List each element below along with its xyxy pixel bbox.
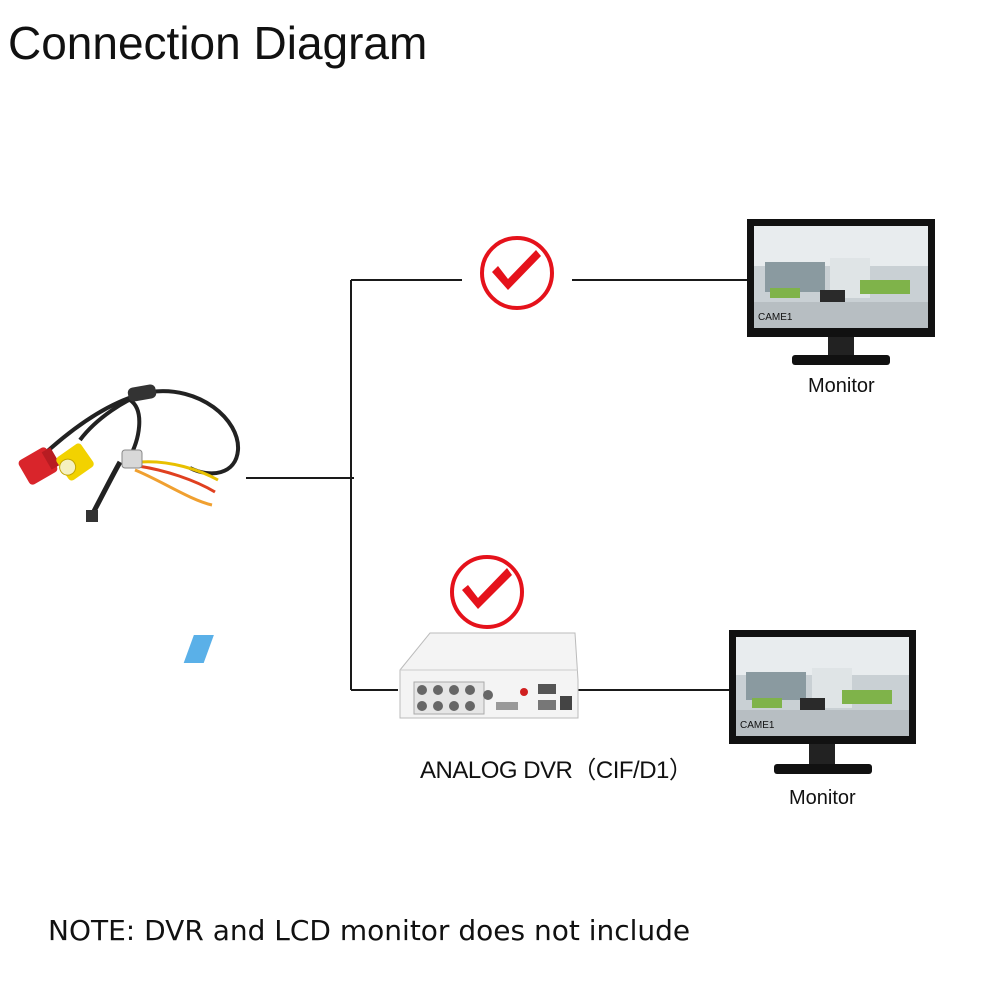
- check-icon-lower: [450, 555, 524, 629]
- connection-lines: [246, 279, 748, 691]
- monitor-upper-icon: CAME1: [747, 219, 935, 365]
- note-text: NOTE: DVR and LCD monitor does not inclu…: [48, 914, 691, 947]
- monitor-lower-label: Monitor: [789, 787, 856, 809]
- dvr-icon: [183, 632, 579, 719]
- dvr-label: ANALOG DVR（CIF/D1）: [420, 757, 693, 784]
- monitor-upper-overlay: CAME1: [758, 312, 793, 323]
- monitor-lower-icon: CAME1: [729, 630, 916, 774]
- diagram-title: Connection Diagram: [8, 17, 428, 69]
- camera-cable-icon: [18, 384, 241, 522]
- monitor-upper-label: Monitor: [808, 375, 875, 397]
- monitor-lower-overlay: CAME1: [740, 720, 775, 731]
- check-icon-upper: [480, 236, 554, 310]
